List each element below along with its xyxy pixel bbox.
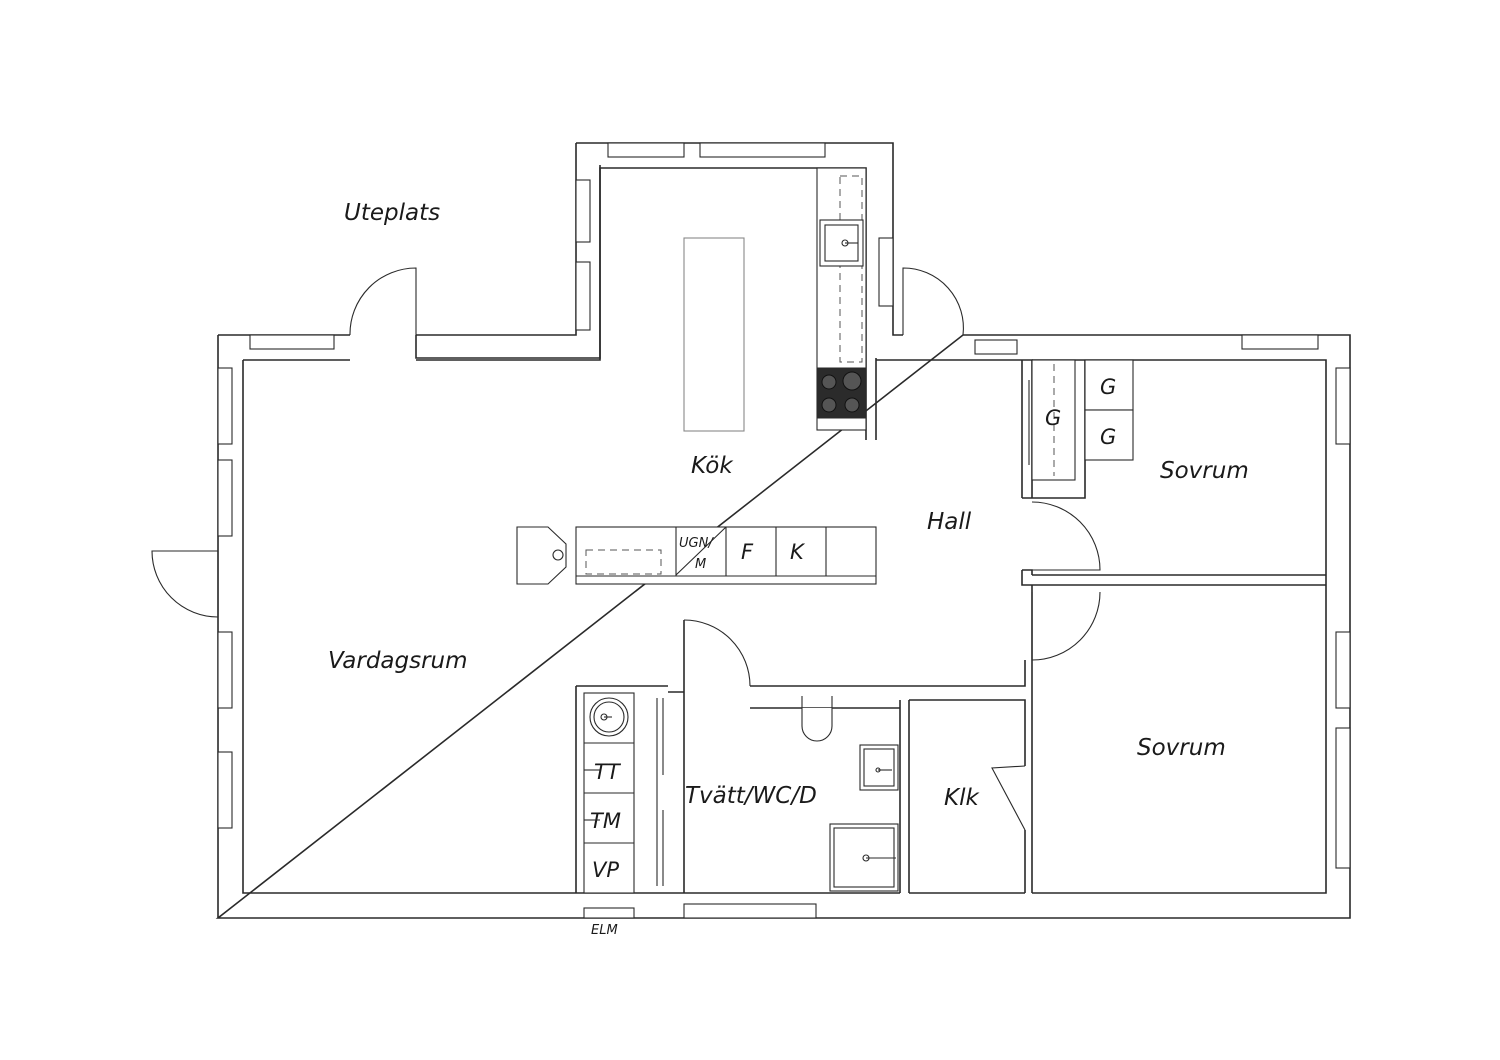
window-living-left-1 [217,367,233,445]
wardrobe-bed-2-label: G [1100,425,1116,449]
window-kitchen-left-2 [575,261,591,331]
ugn-label: UGN/ [679,536,714,551]
elm-box [583,907,635,919]
window-laundry-bottom [683,903,817,919]
window-living-left-2 [217,459,233,537]
room-label-sovrum-1: Sovrum [1160,458,1249,484]
vp-label: VP [592,858,619,882]
room-label-hall: Hall [927,509,972,535]
window-living-top [249,334,335,350]
wardrobe-bed-1-label: G [1100,375,1116,399]
doors [151,267,1101,831]
window-hall-top [974,339,1018,355]
room-label-sovrum-2: Sovrum [1137,735,1226,761]
window-top-kitchen-2 [699,142,826,158]
toilet-icon [801,708,833,742]
room-label-kok: Kök [691,453,734,479]
tm-label: TM [590,809,621,833]
window-bed1-top [1241,334,1319,350]
room-label-vardagsrum: Vardagsrum [328,648,468,674]
room-label-uteplats: Uteplats [344,200,440,226]
window-kitchen-left-1 [575,179,591,243]
windows [217,142,1351,919]
freezer-label: K [790,540,806,564]
window-living-left-3 [217,631,233,709]
laundry-fixtures: TT TM VP [583,692,899,894]
wardrobe-hall-label: G [1045,406,1061,430]
interior-walls [575,358,1326,893]
window-bed2-right-2 [1335,727,1351,869]
kitchen-fixtures: UGN/ M F K [516,167,877,585]
washbasin-icon [859,744,899,791]
elm-label: ELM [591,923,618,938]
window-bed1-right [1335,367,1351,445]
door-klk [991,765,1026,831]
window-top-kitchen-1 [607,142,685,158]
room-label-tvatt: Tvätt/WC/D [685,783,817,809]
door-bedroom-2 [1031,591,1101,661]
door-uteplats [349,267,417,336]
room-label-klk: Klk [944,785,980,811]
bedroom-wardrobes: G G [1084,359,1134,461]
fridge-label: F [741,540,754,564]
room-labels: Uteplats Kök Hall Sovrum Sovrum Vardagsr… [328,200,1249,811]
window-kitchen-right [878,237,894,307]
kitchen-island-top [683,237,745,432]
hall-wardrobe: G [1028,359,1076,481]
window-living-left-4 [217,751,233,829]
window-bed2-right-1 [1335,631,1351,709]
ugn-label-2: M [695,557,706,572]
dining-table [516,526,567,585]
door-kitchen-entry [902,267,964,336]
tt-label: TT [594,760,622,784]
door-bedroom-1 [1031,501,1101,571]
door-laundry [683,619,751,687]
door-living-left [151,550,219,618]
